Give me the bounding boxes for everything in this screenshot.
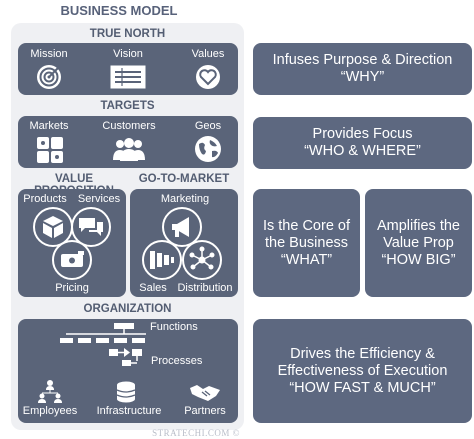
org-chart-icon [58, 321, 150, 347]
focus-line2: “WHO & WHERE” [304, 143, 421, 159]
vision-label: Vision [113, 48, 143, 60]
amplify-box: Amplifies the Value Prop “HOW BIG” [365, 189, 472, 297]
purpose-line1: Infuses Purpose & Direction [272, 52, 453, 68]
infrastructure-label: Infrastructure [96, 405, 162, 417]
core-box: Is the Core of the Business “WHAT” [253, 189, 360, 297]
functions-label: Functions [150, 321, 198, 333]
target-icon [35, 63, 63, 91]
efficiency-line1: Drives the Efficiency & [290, 345, 435, 362]
services-label: Services [77, 193, 121, 205]
targets-heading: TARGETS [100, 100, 155, 112]
funnel-bars-icon [142, 240, 182, 280]
amplify-line3: “HOW BIG” [381, 251, 456, 268]
sales-label: Sales [139, 282, 167, 294]
page-title: BUSINESS MODEL [60, 3, 178, 18]
grid-icon [36, 136, 64, 164]
values-label: Values [191, 48, 225, 60]
amplify-line2: Value Prop [383, 234, 454, 251]
process-flow-icon [108, 346, 144, 368]
focus-box: Provides Focus “WHO & WHERE” [253, 117, 472, 169]
geos-label: Geos [194, 120, 222, 132]
chat-icon [71, 207, 111, 247]
efficiency-line2: Effectiveness of Execution [277, 362, 448, 379]
core-line1: Is the Core of [262, 217, 351, 234]
document-icon [110, 65, 146, 89]
megaphone-icon [162, 207, 202, 247]
core-line2: the Business [264, 234, 349, 251]
employees-label: Employees [22, 405, 78, 417]
handshake-icon [188, 382, 222, 402]
purpose-line2: “WHY” [340, 69, 385, 85]
markets-label: Markets [29, 120, 69, 132]
organization-box [18, 319, 238, 423]
heart-icon [194, 63, 222, 91]
watermark: STRATECHI.COM © [152, 428, 240, 438]
database-icon [116, 381, 136, 403]
employees-org-icon [37, 379, 63, 403]
globe-icon [193, 134, 223, 164]
go-to-market-heading: GO-TO-MARKET [138, 173, 230, 185]
processes-label: Processes [151, 355, 203, 367]
purpose-box: Infuses Purpose & Direction “WHY” [253, 43, 472, 95]
distribution-label: Distribution [177, 282, 233, 294]
efficiency-line3: “HOW FAST & MUCH” [289, 379, 436, 396]
people-icon [111, 136, 147, 162]
products-label: Products [23, 193, 67, 205]
core-line3: “WHAT” [280, 251, 333, 268]
price-tag-icon [52, 240, 92, 280]
marketing-label: Marketing [160, 193, 210, 205]
partners-label: Partners [184, 405, 226, 417]
true-north-heading: TRUE NORTH [89, 28, 166, 40]
efficiency-box: Drives the Efficiency & Effectiveness of… [253, 319, 472, 423]
pricing-label: Pricing [55, 282, 89, 294]
mission-label: Mission [30, 48, 68, 60]
customers-label: Customers [102, 120, 156, 132]
network-icon [182, 240, 222, 280]
focus-line1: Provides Focus [312, 126, 413, 142]
organization-heading: ORGANIZATION [83, 303, 172, 315]
amplify-line1: Amplifies the [376, 217, 460, 234]
